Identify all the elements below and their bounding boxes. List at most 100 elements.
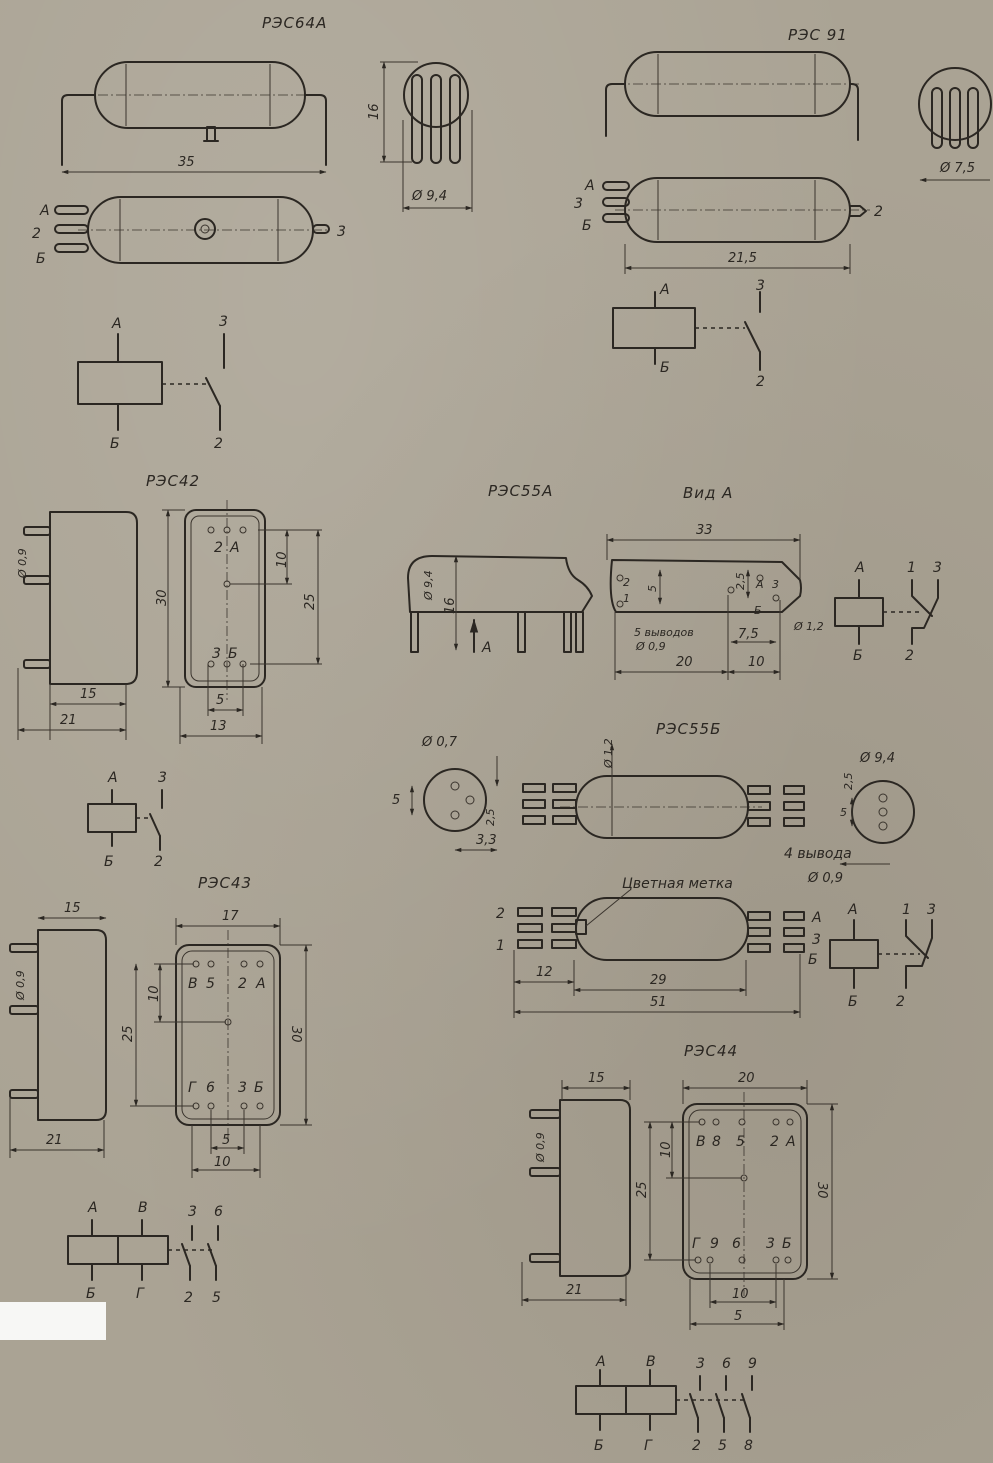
res91-title: РЭС 91 [788, 26, 848, 44]
res91-sch-a: А [659, 282, 670, 298]
res55b-sch-2: 2 [896, 994, 905, 1010]
res91-side-view [605, 51, 862, 141]
res55b-d5-right-dim: 5 [840, 806, 847, 819]
res44-sch-2: 2 [692, 1438, 701, 1454]
res42-sch-b: Б [104, 854, 114, 870]
res64a-pin-3: 3 [337, 224, 346, 240]
res55a-sch-1: 1 [907, 560, 916, 576]
res44-d5-dim: 5 [734, 1309, 742, 1324]
res55b-sch-a: А [847, 902, 858, 918]
res44-pin-2: 2 [770, 1134, 779, 1150]
res55a-pin-a-view: А [755, 578, 764, 591]
res44-d15-dim: 15 [588, 1071, 605, 1086]
res55b-top-leads-right [747, 911, 805, 953]
res55b-sch-3: 3 [927, 902, 936, 918]
res42-d10-dim: 10 [275, 551, 290, 568]
res55b-leads-right [747, 785, 805, 827]
res42-sch-2: 2 [154, 854, 163, 870]
res55b-leads-left [522, 783, 577, 825]
res64a-top-view: А 2 Б 3 [32, 196, 346, 267]
res55b-sch-1: 1 [902, 902, 911, 918]
res55b-pin-3: 3 [812, 932, 821, 948]
res42-pin-d-dim: Ø 0,9 [16, 548, 29, 579]
res43-sch-2: 2 [184, 1290, 193, 1306]
res55b-pin-b: Б [808, 952, 818, 968]
res42-d21-dim: 21 [60, 713, 77, 728]
res55b-top-leads-left [517, 907, 577, 949]
res43-pin-b: Б [254, 1080, 264, 1096]
res55a-d10-dim: 10 [748, 655, 765, 670]
res44-top-view: В 8 5 2 А Г 9 6 3 Б 20 10 25 30 [635, 1071, 838, 1330]
res43-sch-3: 3 [188, 1204, 197, 1220]
res44-pin-v: В [696, 1134, 706, 1150]
res44-sch-6: 6 [722, 1356, 731, 1372]
res43-pin-6: 6 [206, 1080, 215, 1096]
res44-sch-b: Б [594, 1438, 604, 1454]
res44-pin-b: Б [782, 1236, 792, 1252]
white-label-patch [0, 1302, 106, 1340]
res43-sch-g: Г [136, 1286, 145, 1302]
res64a-section: РЭС64А 35 А 2 Б [32, 14, 473, 452]
res44-pin-3: 3 [766, 1236, 775, 1252]
res91-pin-2: 2 [874, 204, 883, 220]
res55b-lead-note: 4 вывода [784, 846, 852, 862]
res64a-sch-3: 3 [219, 314, 228, 330]
res44-section: РЭС44 15 Ø 0,9 21 [521, 1042, 838, 1454]
res55a-d94-dim: Ø 9,4 [422, 570, 435, 601]
res64a-sch-2: 2 [214, 436, 223, 452]
res55b-left-end-view: Ø 0,7 5 2,5 3,3 [392, 735, 500, 853]
res55b-side-view: Ø 1,2 [522, 738, 805, 839]
res55a-d20-dim: 20 [676, 655, 693, 670]
res43-d15-dim: 15 [64, 901, 81, 916]
res55b-sch-b: Б [848, 994, 858, 1010]
res55b-pin-2: 2 [496, 906, 505, 922]
res55a-pin-2-view: 2 [623, 576, 630, 589]
res64a-diameter-dim: Ø 9,4 [411, 189, 447, 204]
res55a-pin-3-view: 3 [772, 578, 779, 591]
res44-sch-5: 5 [718, 1438, 727, 1454]
res55a-sch-a: А [854, 560, 865, 576]
res43-sch-5: 5 [212, 1290, 221, 1306]
res42-d25-dim: 25 [303, 593, 318, 610]
res55a-sch-2: 2 [905, 648, 914, 664]
res55a-pin-note: 5 выводов [634, 626, 694, 639]
res64a-end-view: 16 Ø 9,4 [367, 61, 473, 212]
res43-pin-g: Г [188, 1080, 197, 1096]
res91-sch-2: 2 [756, 374, 765, 390]
res64a-side-view: 35 [61, 61, 327, 175]
res91-pin-3: 3 [574, 196, 583, 212]
res91-pin-b: Б [582, 218, 592, 234]
res43-schematic: А В Б Г 3 6 2 5 [67, 1200, 223, 1306]
res42-pin-3: 3 [212, 646, 221, 662]
res44-d30-dim: 30 [814, 1182, 829, 1199]
res42-schematic: А Б 3 2 [87, 770, 167, 870]
res44-d10-dim: 10 [659, 1141, 674, 1158]
res55a-view-a: 2 1 А 3 Б 33 5 2,5 Ø 1,2 5 выводов Ø 0,9… [606, 523, 824, 680]
res55b-title: РЭС55Б [656, 720, 721, 738]
res44-d10b-dim: 10 [732, 1287, 749, 1302]
res43-d10b-dim: 10 [214, 1155, 231, 1170]
res43-pin-5: 5 [206, 976, 215, 992]
res55b-d5-dim: 5 [392, 793, 400, 808]
res44-pin-a: А [785, 1134, 796, 1150]
res91-diameter-dim: Ø 7,5 [939, 161, 975, 176]
res55a-d25-dim: 2,5 [734, 573, 747, 591]
res44-sch-v: В [646, 1354, 656, 1370]
res91-pin-a: А [584, 178, 595, 194]
res64a-height-dim: 16 [367, 103, 382, 120]
res43-top-view: В 5 2 А Г 6 3 Б 17 10 25 30 5 [121, 909, 312, 1178]
res91-schematic: А Б 3 2 [612, 278, 765, 390]
res55b-d12-dim: Ø 1,2 [602, 738, 615, 769]
res42-sch-3: 3 [158, 770, 167, 786]
res42-sch-a: А [107, 770, 118, 786]
res42-d30-dim: 30 [155, 589, 170, 606]
res43-pin-a: А [255, 976, 266, 992]
res42-top-view: 2 А 3 Б 30 10 25 5 13 [155, 500, 322, 744]
res64a-pin-2: 2 [32, 226, 41, 242]
res55b-d09-dim: Ø 0,9 [807, 871, 843, 886]
res55b-section: РЭС55Б Ø 0,7 5 2,5 3,3 [392, 720, 936, 1018]
res55b-d25-right-dim: 2,5 [842, 773, 855, 791]
res64a-sch-b: Б [110, 436, 120, 452]
res64a-length-dim: 35 [178, 155, 195, 170]
